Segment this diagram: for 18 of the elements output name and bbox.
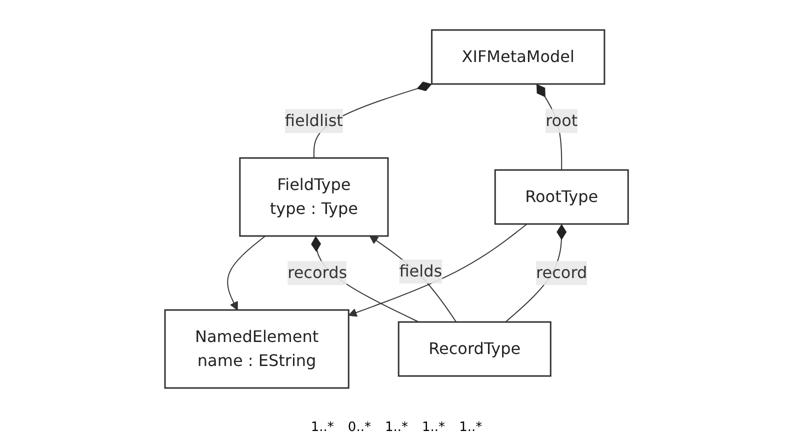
multiplicity-label: 1..* xyxy=(422,420,446,435)
node-box: NamedElement name : EString xyxy=(164,309,350,389)
arrow xyxy=(369,236,457,322)
edge-label: fields xyxy=(399,261,442,280)
node-box: FieldType type : Type xyxy=(239,157,389,237)
node-box: RootType xyxy=(494,169,629,225)
multiplicity-label: 1..* xyxy=(384,420,408,435)
arrow xyxy=(348,224,528,317)
edge-label: record xyxy=(536,263,588,282)
multiplicity-label: 1..* xyxy=(459,420,482,435)
edge-label: fieldlist xyxy=(284,111,343,130)
edge-label: records xyxy=(288,263,347,282)
arrow xyxy=(227,236,266,310)
node-box: XIFMetaModel xyxy=(430,29,606,85)
edge-label: root xyxy=(546,111,578,130)
node-box: RecordType xyxy=(398,321,552,377)
multiplicity-label: 0..* xyxy=(348,420,371,435)
multiplicity-label: 1..* xyxy=(310,420,334,435)
